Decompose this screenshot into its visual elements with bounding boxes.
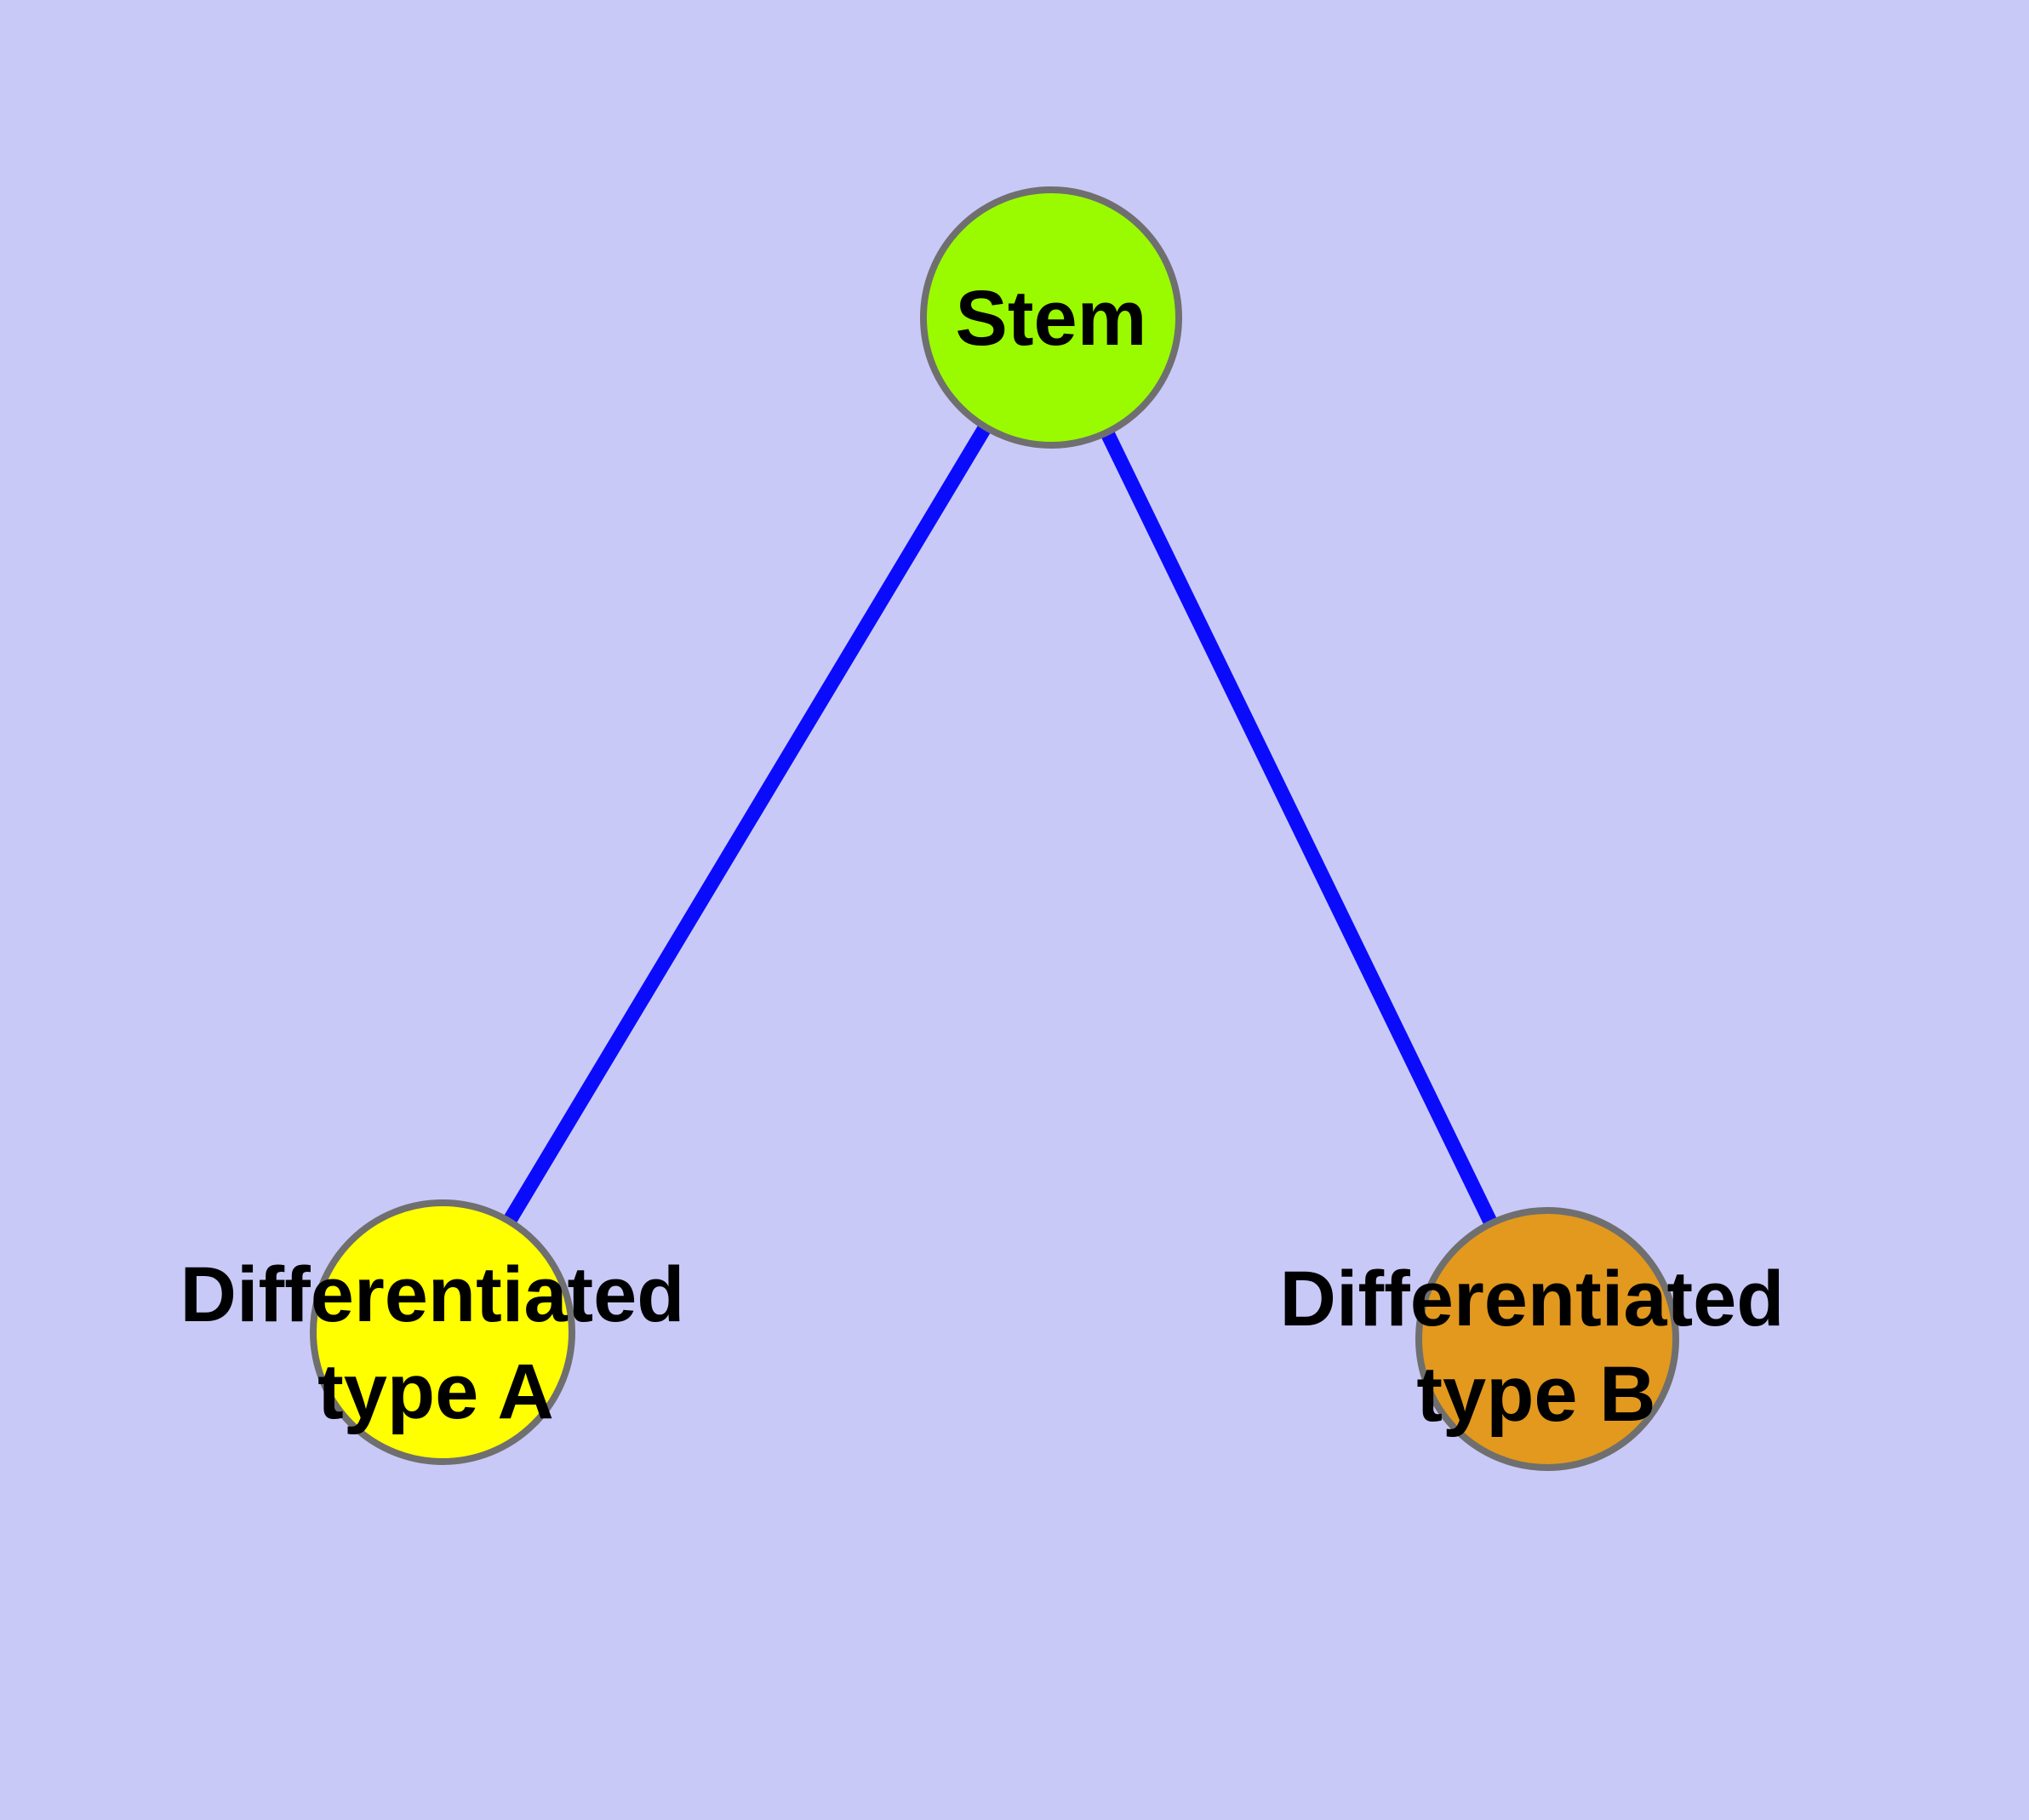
type-b-node-label-line2: type B — [1416, 1351, 1655, 1438]
type-a-node-label-line1: Differentiated — [180, 1251, 685, 1338]
node-differentiated-type-a: Differentiated type A — [180, 1199, 685, 1465]
type-b-node-circle — [1415, 1207, 1679, 1471]
type-b-node-label-line1: Differentiated — [1280, 1256, 1785, 1342]
stem-node-label: Stem — [956, 275, 1147, 362]
type-a-node-label-line2: type A — [317, 1348, 554, 1435]
edge-stem-to-type-a — [436, 313, 1058, 1336]
stem-node-circle — [920, 186, 1182, 449]
edge-stem-to-type-b — [1044, 314, 1554, 1342]
node-differentiated-type-b: Differentiated type B — [1280, 1207, 1785, 1471]
node-stem: Stem — [920, 186, 1182, 449]
type-a-node-circle — [310, 1199, 575, 1465]
